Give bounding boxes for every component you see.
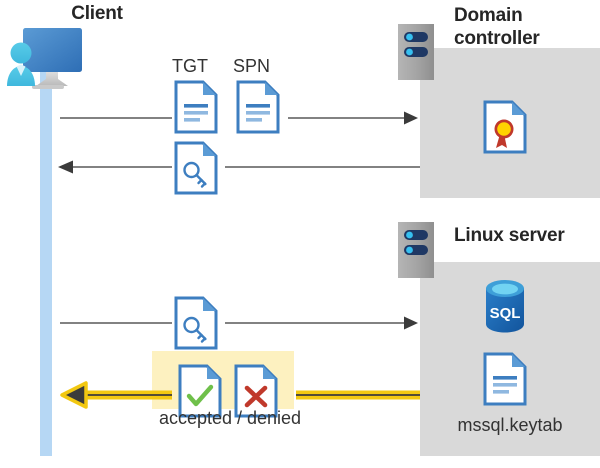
key-document-icon xyxy=(174,141,218,195)
accepted-denied-label: accepted / denied xyxy=(158,408,302,428)
client-lifeline xyxy=(40,72,52,456)
sql-database-icon: SQL xyxy=(479,278,531,334)
key-document-icon xyxy=(174,296,218,350)
spn-label: SPN xyxy=(233,56,271,76)
svg-text:SQL: SQL xyxy=(490,305,521,322)
certificate-document-icon xyxy=(483,100,527,154)
server-rack-icon xyxy=(398,222,434,278)
linux-server-title: Linux server xyxy=(454,225,565,246)
document-lines-icon xyxy=(236,80,280,134)
client-workstation-icon xyxy=(4,24,104,96)
document-check-icon xyxy=(178,364,222,418)
keytab-filename-label: mssql.keytab xyxy=(457,415,563,435)
document-cross-icon xyxy=(234,364,278,418)
domain-controller-title: Domain controller xyxy=(454,5,540,49)
document-lines-icon xyxy=(174,80,218,134)
tgt-label: TGT xyxy=(172,56,208,76)
document-lines-icon xyxy=(483,352,527,406)
client-title: Client xyxy=(71,3,123,24)
server-rack-icon xyxy=(398,24,434,80)
